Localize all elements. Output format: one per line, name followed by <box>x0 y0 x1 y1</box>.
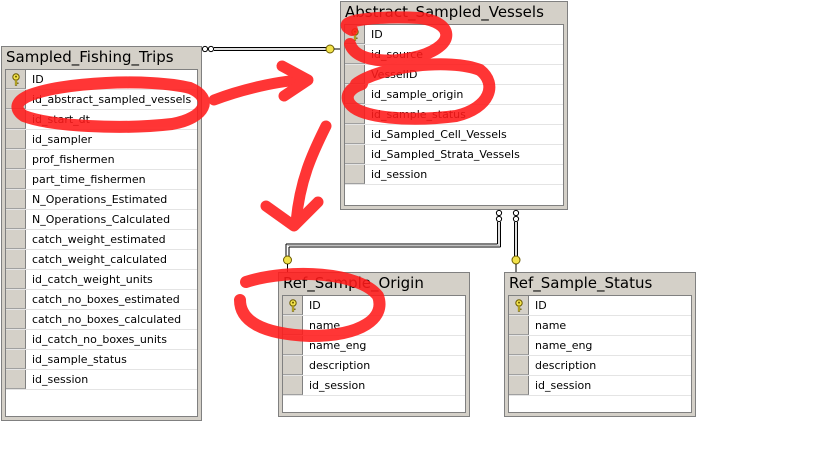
key-end-icon <box>511 255 521 272</box>
many-end-icon <box>495 215 503 223</box>
column-row[interactable]: id_sampler <box>6 130 197 150</box>
column-name: ID <box>309 299 321 312</box>
column-name: id_session <box>371 168 428 181</box>
arrow-annotation <box>276 60 314 102</box>
column-name: ID <box>535 299 547 312</box>
column-name: description <box>309 359 371 372</box>
column-name: id_catch_no_boxes_units <box>32 333 167 346</box>
column-row[interactable]: N_Operations_Estimated <box>6 190 197 210</box>
column-name: id_session <box>309 379 366 392</box>
column-name: N_Operations_Estimated <box>32 193 168 206</box>
column-row[interactable]: description <box>509 356 691 376</box>
column-name: catch_weight_calculated <box>32 253 167 266</box>
column-name: catch_no_boxes_calculated <box>32 313 182 326</box>
primary-key-icon <box>289 299 297 312</box>
column-name: id_session <box>32 373 89 386</box>
column-name: id_abstract_sampled_vessels <box>32 93 192 106</box>
column-name: part_time_fishermen <box>32 173 146 186</box>
column-row[interactable]: N_Operations_Calculated <box>6 210 197 230</box>
column-row[interactable]: name_eng <box>509 336 691 356</box>
column-row[interactable]: part_time_fishermen <box>6 170 197 190</box>
table-ref-sample-status[interactable]: Ref_Sample_Status ID name name_eng descr… <box>504 272 696 417</box>
column-row[interactable]: name <box>509 316 691 336</box>
column-name: name_eng <box>535 339 593 352</box>
column-row[interactable]: id_session <box>509 376 691 396</box>
column-list: ID name name_eng description id_session <box>508 295 692 413</box>
column-name: id_Sampled_Strata_Vessels <box>371 148 520 161</box>
relationship-connector-vessels-origin[interactable] <box>283 209 503 272</box>
column-row[interactable]: catch_weight_estimated <box>6 230 197 250</box>
column-row[interactable]: id_session <box>345 165 563 185</box>
column-row[interactable]: id_session <box>6 370 197 390</box>
column-row[interactable]: catch_no_boxes_estimated <box>6 290 197 310</box>
circle-annotation <box>340 11 453 67</box>
column-name: ID <box>32 73 44 86</box>
column-row[interactable]: prof_fishermen <box>6 150 197 170</box>
column-row[interactable]: catch_weight_calculated <box>6 250 197 270</box>
column-name: id_sampler <box>32 133 93 146</box>
column-row[interactable]: id_catch_no_boxes_units <box>6 330 197 350</box>
column-name: N_Operations_Calculated <box>32 213 171 226</box>
key-end-icon <box>283 255 292 272</box>
column-name: name <box>535 319 567 332</box>
circle-annotation <box>11 76 210 133</box>
column-row[interactable]: catch_no_boxes_calculated <box>6 310 197 330</box>
relationship-connector-trips-vessels[interactable] <box>201 44 340 54</box>
table-title: Sampled_Fishing_Trips <box>6 48 174 66</box>
many-end-icon <box>495 209 503 217</box>
key-end-icon <box>325 44 340 54</box>
circle-annotation <box>234 267 386 342</box>
column-name: description <box>535 359 597 372</box>
column-name: id_sample_origin <box>371 88 464 101</box>
column-row[interactable]: ID <box>6 70 197 90</box>
red-annotations <box>11 11 496 342</box>
relationship-connector-vessels-status[interactable] <box>511 209 521 272</box>
primary-key-icon <box>515 299 523 312</box>
column-name: catch_no_boxes_estimated <box>32 293 180 306</box>
column-name: prof_fishermen <box>32 153 115 166</box>
column-row[interactable]: description <box>283 356 465 376</box>
many-end-icon <box>512 209 520 217</box>
primary-key-icon <box>12 73 20 86</box>
arrow-annotation <box>260 196 324 232</box>
column-row[interactable]: id_catch_weight_units <box>6 270 197 290</box>
table-sampled-fishing-trips[interactable]: Sampled_Fishing_Trips ID id_abstract_sam… <box>1 46 202 421</box>
column-row[interactable]: id_Sampled_Cell_Vessels <box>345 125 563 145</box>
many-end-icon <box>512 215 520 223</box>
column-name: id_Sampled_Cell_Vessels <box>371 128 507 141</box>
column-row[interactable]: id_Sampled_Strata_Vessels <box>345 145 563 165</box>
column-name: catch_weight_estimated <box>32 233 166 246</box>
circle-annotation <box>341 58 496 125</box>
column-name: name_eng <box>309 339 367 352</box>
table-title: Ref_Sample_Status <box>509 274 653 292</box>
column-row[interactable]: id_session <box>283 376 465 396</box>
many-end-icon <box>207 45 215 53</box>
column-list: ID id_abstract_sampled_vessels id_start_… <box>5 69 198 417</box>
column-row[interactable]: id_sample_status <box>6 350 197 370</box>
column-name: id_session <box>535 379 592 392</box>
arrow-annotation <box>290 120 332 228</box>
column-name: id_sample_status <box>32 353 127 366</box>
many-end-icon <box>201 45 209 53</box>
column-name: ID <box>371 28 383 41</box>
column-row[interactable]: ID <box>509 296 691 316</box>
column-name: id_catch_weight_units <box>32 273 153 286</box>
